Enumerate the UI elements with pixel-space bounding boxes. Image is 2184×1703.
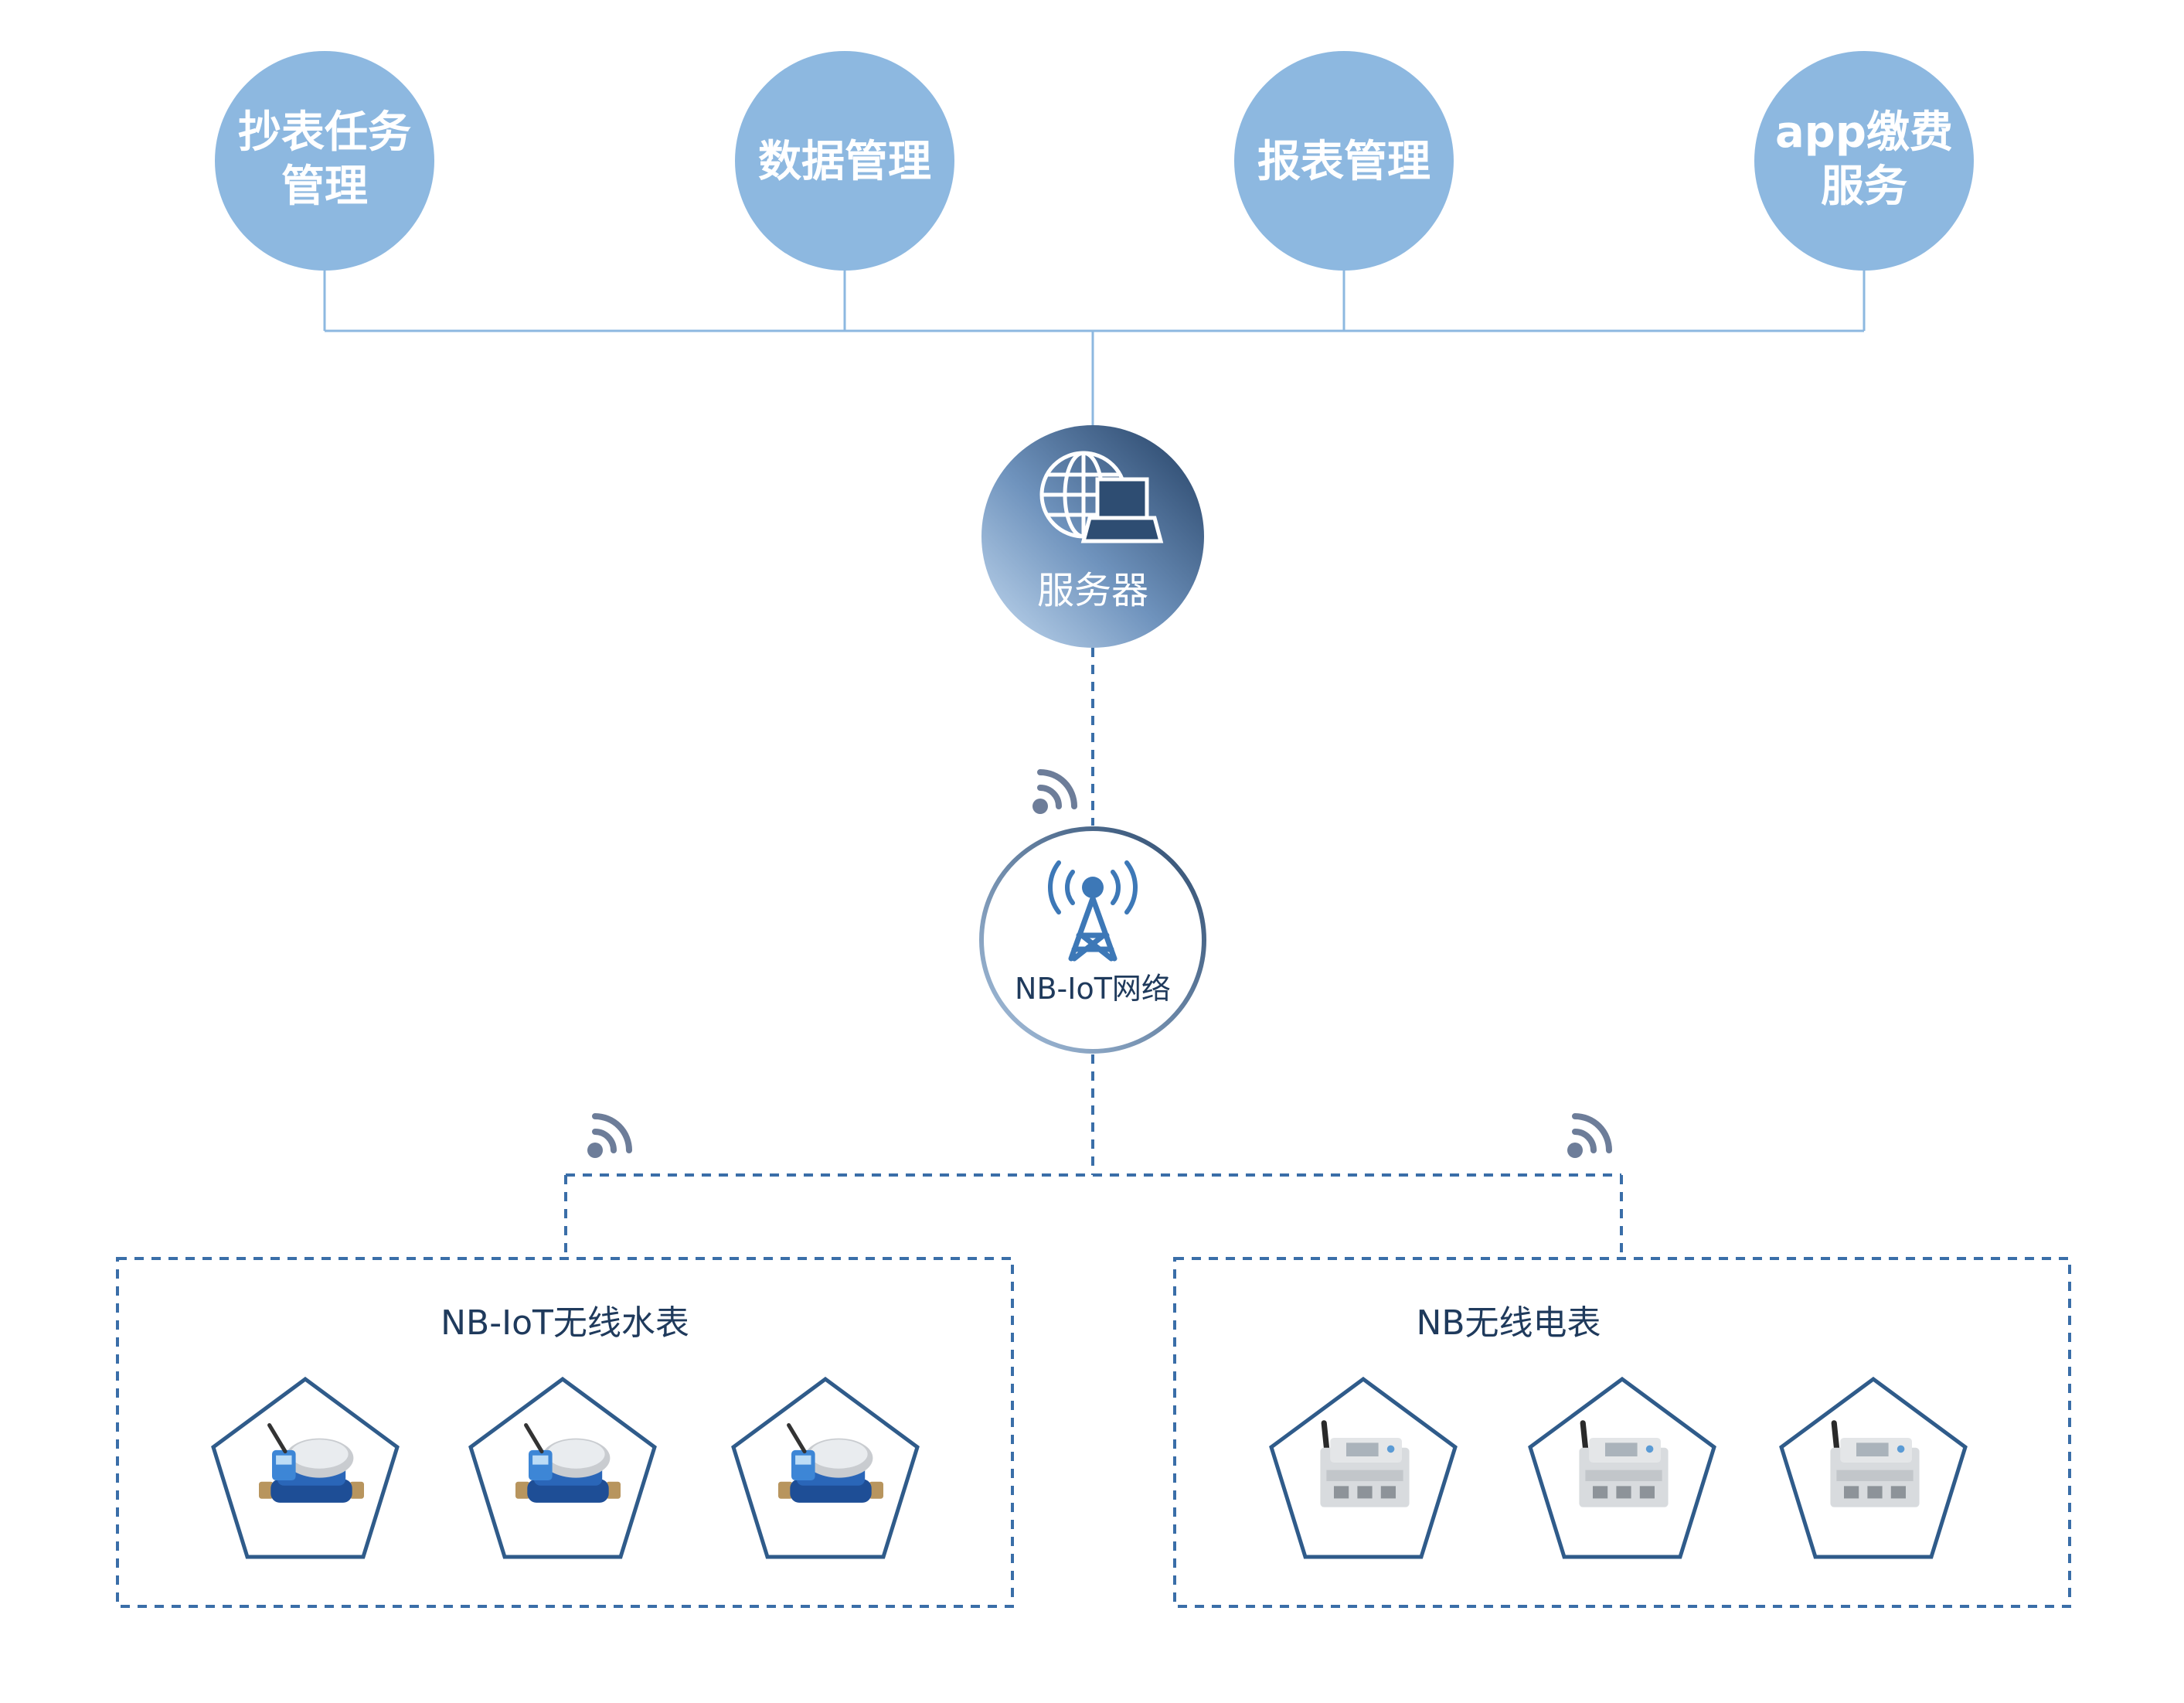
management-node-2-label: 数据管理	[758, 137, 931, 187]
electric-meter-device	[1528, 1376, 1716, 1559]
management-node-4: app缴费 服务	[1754, 51, 1974, 271]
wifi-icon	[1567, 1116, 1609, 1158]
network-label: NB-IoT网络	[1015, 972, 1171, 1006]
wifi-icon	[1032, 772, 1074, 814]
server-node: 服务器	[981, 425, 1204, 648]
network-node: NB-IoT网络	[979, 826, 1206, 1054]
electric-meter-group-title: NB无线电表	[1416, 1303, 1601, 1343]
water-meter-group-title: NB-IoT无线水表	[441, 1303, 689, 1343]
electric-meter-device	[1269, 1376, 1458, 1559]
management-node-1: 抄表任务 管理	[215, 51, 434, 271]
server-label: 服务器	[1037, 569, 1148, 612]
management-node-3-label: 报表管理	[1257, 137, 1430, 187]
globe-laptop-icon	[1039, 451, 1164, 543]
electric-meter-device	[1779, 1376, 1968, 1559]
management-node-2: 数据管理	[735, 51, 954, 271]
water-meter-device	[211, 1376, 400, 1559]
water-meter-group: NB-IoT无线水表	[116, 1257, 1014, 1608]
electric-meter-group: NB无线电表	[1173, 1257, 2071, 1608]
top-connector-lines	[323, 271, 1866, 427]
management-node-1-line-2: 管理	[281, 162, 368, 212]
management-node-4-line-1: app缴费	[1775, 107, 1953, 158]
network-distribution-lines	[564, 1054, 1623, 1259]
management-node-1-line-1: 抄表任务	[238, 107, 411, 158]
signal-tower-icon	[1047, 860, 1138, 962]
water-meter-device	[731, 1376, 920, 1559]
water-meter-device	[468, 1376, 657, 1559]
management-node-3: 报表管理	[1234, 51, 1454, 271]
management-node-4-line-2: 服务	[1821, 162, 1907, 212]
wifi-icon	[587, 1116, 629, 1158]
